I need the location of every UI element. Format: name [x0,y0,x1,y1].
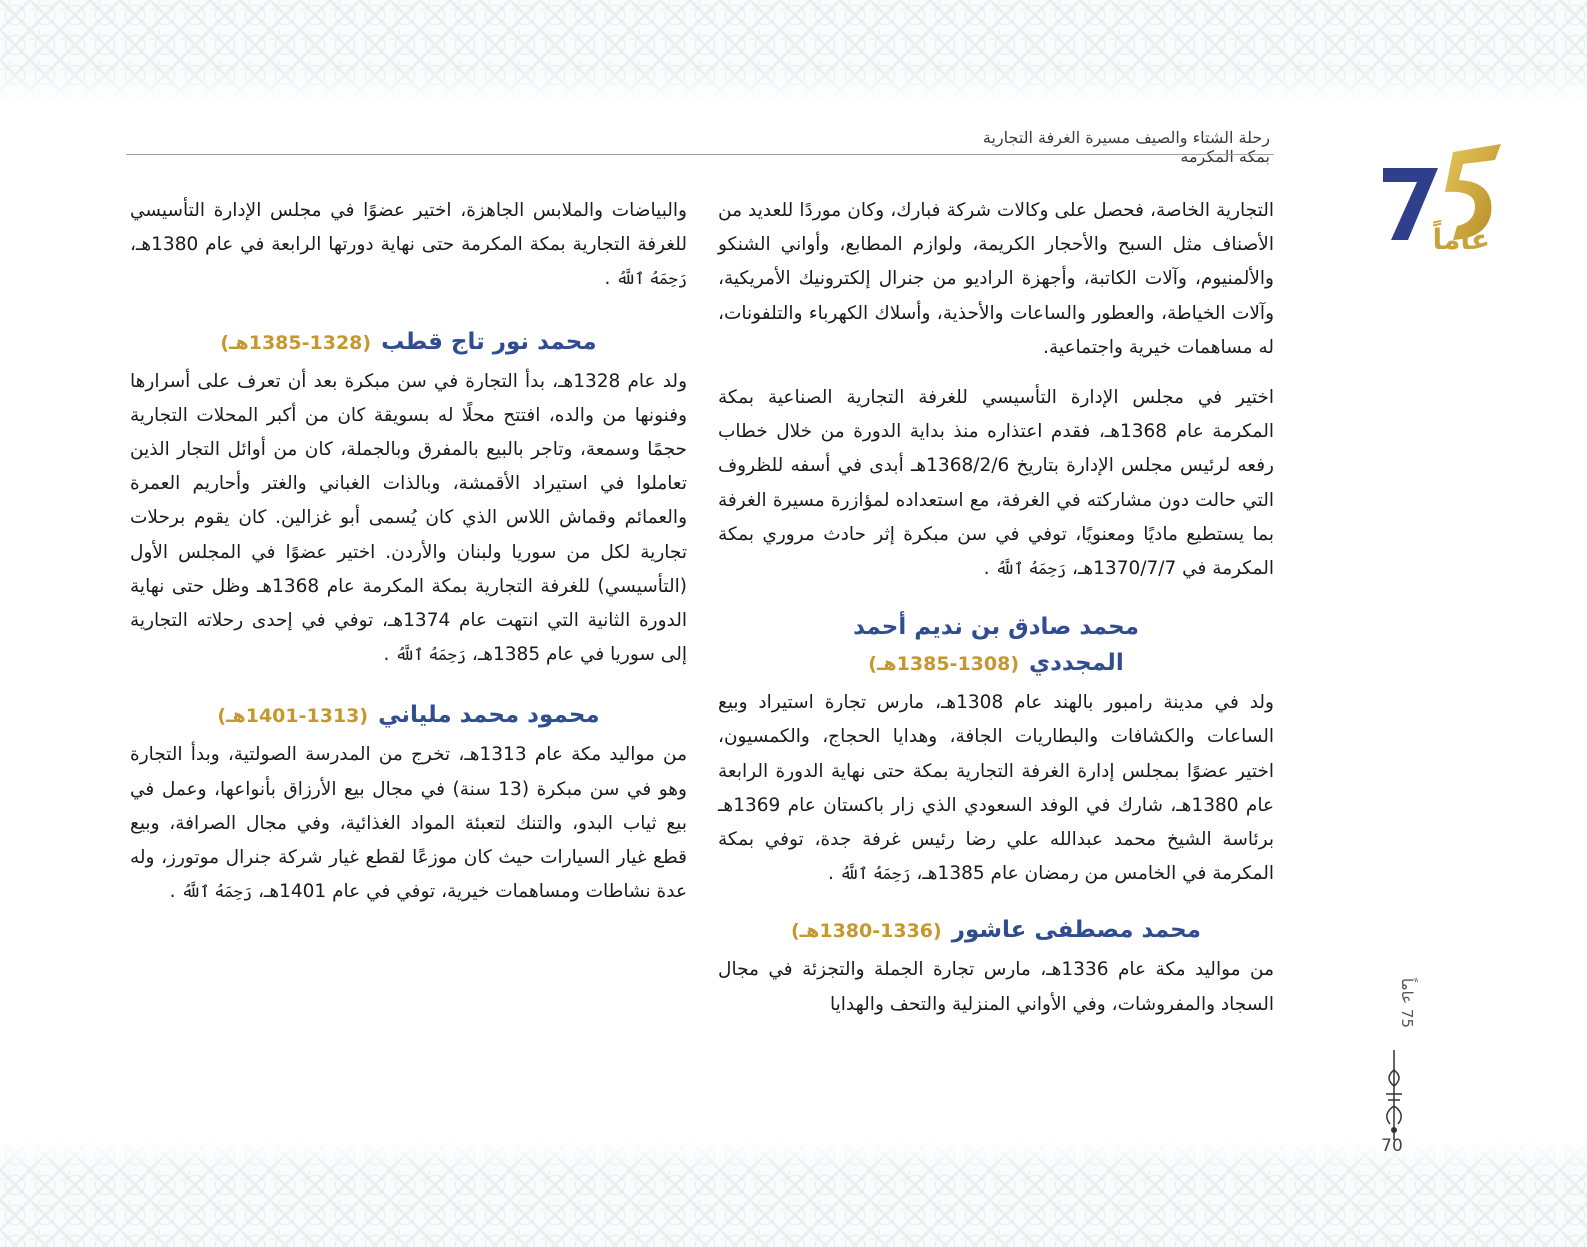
right-paragraph-4-text: من مواليد مكة عام 1336هـ، مارس تجارة الج… [718,959,1274,1015]
logo-seven-shape [1383,168,1438,240]
honorific: رَحِمَهُ ٱللَّهُ [181,882,253,902]
bio-heading-ashour: محمد مصطفى عاشور (1336-1380هـ) [718,913,1274,949]
right-paragraph-2: اختير في مجلس الإدارة التأسيسي للغرفة ال… [718,387,1274,580]
bottom-pattern-fade [0,1140,1587,1170]
honorific: رَحِمَهُ ٱللَّهُ [395,645,466,665]
logo-caption: عاماً [1432,223,1491,256]
left-paragraph-2-text: ولد عام 1328هـ، بدأ التجارة في سن مبكرة … [130,370,687,666]
bio-name: محمد مصطفى عاشور [951,917,1201,944]
ornament-icon [1386,1050,1402,1140]
sidebar-label: 75 عاماً [1398,978,1416,1028]
running-header-title: رحلة الشتاء والصيف مسيرة الغرفة التجارية… [982,128,1270,166]
right-paragraph-4: من مواليد مكة عام 1336هـ، مارس تجارة الج… [718,953,1274,1021]
page-number: 70 [1381,1136,1403,1156]
anniversary-75-logo [1383,144,1501,240]
left-column: والبياضات والملابس الجاهزة، اختير عضوًا … [130,194,687,909]
right-column: التجارية الخاصة، فحصل على وكالات شركة فب… [718,194,1274,1022]
bio-heading-milyani: محمود محمد ملياني (1313-1401هـ) [130,698,687,734]
honorific: رَحِمَهُ ٱللَّهُ [616,269,687,289]
bio-name-line2: المجددي [1029,650,1124,677]
left-paragraph-3-text: من مواليد مكة عام 1313هـ، تخرج من المدرس… [130,744,687,903]
bio-heading-majaddidi: محمد صادق بن نديم أحمد المجددي (1308-1385… [718,610,1274,682]
honorific: رَحِمَهُ ٱللَّهُ [995,559,1067,579]
left-paragraph-1: والبياضات والملابس الجاهزة، اختير عضوًا … [130,200,687,290]
left-paragraph-3: من مواليد مكة عام 1313هـ، تخرج من المدرس… [130,744,687,903]
right-paragraph-3: ولد في مدينة رامبور بالهند عام 1308هـ، م… [718,692,1274,885]
honorific: رَحِمَهُ ٱللَّهُ [839,864,911,884]
right-paragraph-1: التجارية الخاصة، فحصل على وكالات شركة فب… [718,194,1274,365]
top-pattern-fade [0,70,1587,104]
bio-name: محمد نور تاج قطب [381,328,597,355]
right-paragraph-2-text: اختير في مجلس الإدارة التأسيسي للغرفة ال… [718,387,1274,580]
bio-dates: (1336-1380هـ) [790,920,942,943]
bio-dates: (1328-1385هـ) [220,331,372,354]
right-paragraph-3-text: ولد في مدينة رامبور بالهند عام 1308هـ، م… [718,692,1274,885]
left-paragraph-1-text: والبياضات والملابس الجاهزة، اختير عضوًا … [130,200,687,256]
bio-name: محمود محمد ملياني [378,702,600,729]
bio-dates: (1308-1385هـ) [868,653,1020,676]
header-rule [126,154,1274,155]
bio-heading-qutb: محمد نور تاج قطب (1328-1385هـ) [130,325,687,361]
bio-name-line1: محمد صادق بن نديم أحمد [853,614,1139,641]
logo-five-shape [1445,144,1501,240]
bio-dates: (1313-1401هـ) [217,705,369,728]
right-paragraph-1-text: التجارية الخاصة، فحصل على وكالات شركة فب… [718,200,1274,358]
left-paragraph-2: ولد عام 1328هـ، بدأ التجارة في سن مبكرة … [130,370,687,666]
